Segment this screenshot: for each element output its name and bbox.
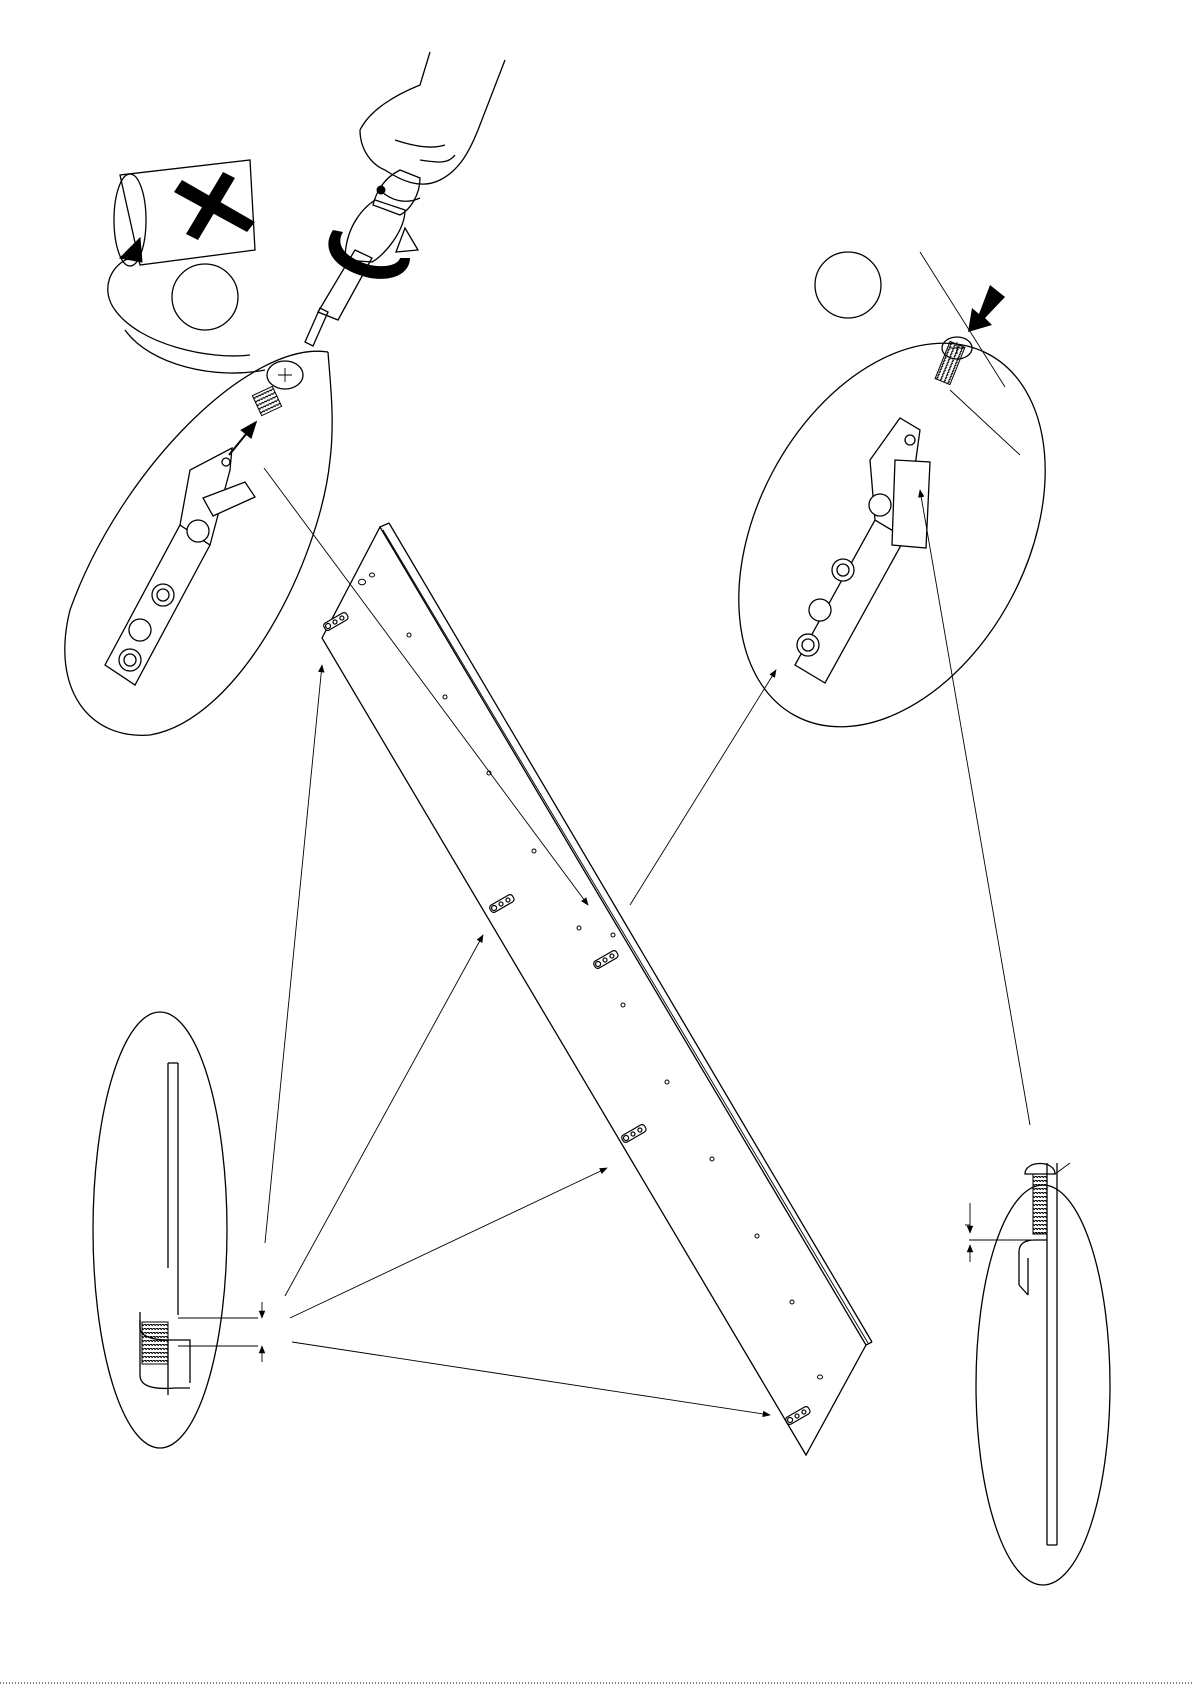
panel-brackets <box>323 612 812 1426</box>
callout-circle <box>815 252 881 318</box>
panel-holes <box>359 573 823 1379</box>
push-arrow-icon <box>968 285 1005 332</box>
x-mark-icon <box>114 160 255 266</box>
callout-circle <box>172 264 238 330</box>
detail-bottom-left <box>93 665 770 1448</box>
bracket-plate <box>105 448 255 685</box>
bracket-plate <box>795 418 930 683</box>
screw-right <box>935 337 972 385</box>
leader-line <box>264 468 588 905</box>
push-arrow-icon <box>229 422 256 455</box>
detail-top-left <box>65 52 588 905</box>
hand-icon <box>360 52 505 201</box>
detail-top-right <box>630 252 1107 905</box>
detail-bottom-right <box>920 490 1110 1585</box>
panel-board <box>322 523 872 1455</box>
